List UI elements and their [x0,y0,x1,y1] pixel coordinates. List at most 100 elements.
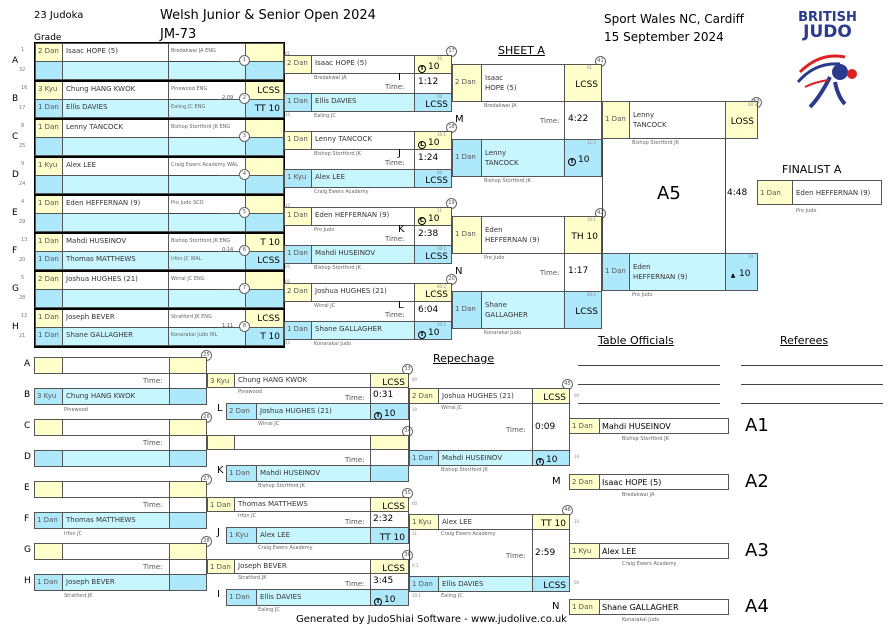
competitor-name[interactable]: Lenny TANCOCK [311,131,415,150]
grade-header: Grade [34,33,62,43]
competitor-name[interactable] [62,289,169,308]
competitor-name[interactable]: Thomas MATTHEWS [62,512,170,529]
score-text: LCSS [415,249,451,262]
competitor-name[interactable]: Joseph BEVER [62,574,170,591]
competitor-name[interactable]: Joshua HUGHES (21) [438,388,533,404]
competitor-name[interactable]: Chung HANG KWOK [62,388,170,405]
match-time: 0:09 [535,422,556,432]
competitor-name[interactable]: Alex LEE [62,157,169,176]
competitor-name[interactable]: Thomas MATTHEWS [234,497,371,512]
club-name: Bishop Stortford JK [314,151,361,157]
competitor-name[interactable]: Isaac HOPE (5) [311,55,415,74]
club-name: Ealing JC [258,607,280,613]
competitor-name[interactable] [62,61,169,80]
grade-cell: 1 Dan [569,599,600,615]
competitor-name[interactable]: Lenny TANCOCK [62,119,169,138]
last-name: GALLAGHER [485,311,528,319]
competitor-name[interactable]: Ellis DAVIES [311,93,415,112]
competitor-name[interactable] [62,357,170,374]
competitor-name[interactable] [62,213,169,232]
seed-number: 12 [21,313,28,319]
competitor-name[interactable]: Joseph BEVER [62,309,169,328]
competitor-name[interactable] [62,175,169,194]
competitor-name[interactable]: Joshua HUGHES (21) [62,271,169,290]
club-name: Irfon JC [238,513,257,519]
grade-cell: 1 Dan [35,233,63,252]
finalist-name[interactable]: Eden HEFFERNAN (9) [792,180,882,205]
row-divider [34,118,285,120]
competitor-name[interactable]: Ellis DAVIES [62,99,169,118]
seed-number: 13 [21,237,28,243]
bracket-line [168,213,218,214]
competitor-name[interactable]: Isaac HOPE (5) [62,43,169,62]
competitor-name[interactable]: Chung HANG KWOK [62,81,169,100]
result-name[interactable]: Mahdi HUSEINOV [599,418,729,434]
competitor-name[interactable]: Ellis DAVIES [438,576,533,592]
score-cell: TT 10 [532,514,570,530]
time-label: Time: [385,235,405,243]
footer: Generated by JudoShiai Software - www.ju… [296,614,567,625]
competitor-name[interactable]: Alex LEE [256,527,371,544]
competitor-name[interactable]: Joseph BEVER [234,559,371,574]
competitor-name[interactable] [234,435,371,450]
match-time: 0:14 [222,247,234,253]
grade-cell: 1 Dan [207,559,235,574]
competitor-name[interactable]: Mahdi HUSEINOV [438,450,533,466]
club-cell: Bishop Stortford JK ENG [168,119,246,138]
result-name[interactable]: Alex LEE [599,543,729,559]
club-name: Konarakai Judo IRL [171,332,218,338]
score-text: TT 10 [371,530,408,543]
seed-number: 16 [21,85,28,91]
result-name[interactable]: Shane GALLAGHER [599,599,729,615]
club-name: Wirral JC ENG [171,276,205,282]
competitor-name[interactable]: Eden HEFFERNAN (9) [311,207,415,226]
competitor-name[interactable]: Mahdi HUSEINOV [256,465,371,482]
competitor-name[interactable] [62,481,170,498]
competitor-name[interactable]: Eden HEFFERNAN (9) [62,195,169,214]
bracket-line [168,289,218,290]
competitor-name[interactable]: Thomas MATTHEWS [62,251,169,270]
competitor-name[interactable]: Alex LEE [438,514,533,530]
grade-cell: 1 Dan [602,101,630,139]
competitor-name[interactable]: Mahdi HUSEINOV [62,233,169,252]
result-name[interactable]: Isaac HOPE (5) [599,474,729,490]
score-detail: 10:1 [437,322,446,327]
competitor-name[interactable]: Alex LEE [311,169,415,188]
competitor-name[interactable]: Mahdi HUSEINOV [311,245,415,264]
match-number: 4 [239,169,250,180]
score-cell [245,119,284,138]
competitor-name[interactable] [62,419,170,436]
competitor-name[interactable] [62,543,170,560]
competitor-name[interactable]: Joshua HUGHES (21) [256,403,371,420]
grade-cell [34,543,63,560]
score-value: 10 [578,155,590,165]
match-letter: I [217,589,220,600]
time-cell [169,373,207,389]
match-letter: J [398,148,401,159]
club-name: Craig Ewers Academy [622,561,677,567]
grade-cell: 3 Kyu [34,388,63,405]
competitor-name[interactable] [62,137,169,156]
competitor-name[interactable]: Chung HANG KWOK [234,373,371,388]
competitor-name[interactable] [62,450,170,467]
competitor-name[interactable]: Ellis DAVIES [256,589,371,606]
seed-number: 21 [19,333,26,339]
competitor-name[interactable]: Shane GALLAGHER [311,321,415,340]
competitor-name[interactable]: Shane GALLAGHER [62,327,169,346]
score-cell [169,357,207,374]
score-cell [245,271,284,290]
club-name: Pro Judo [314,227,335,233]
score-cell: LCSS [532,576,570,592]
club-name: Wirral JC [314,303,336,309]
last-name: TANCOCK [485,159,519,167]
grade-cell: 1 Dan [284,207,312,226]
score-detail: 00 [574,580,580,585]
